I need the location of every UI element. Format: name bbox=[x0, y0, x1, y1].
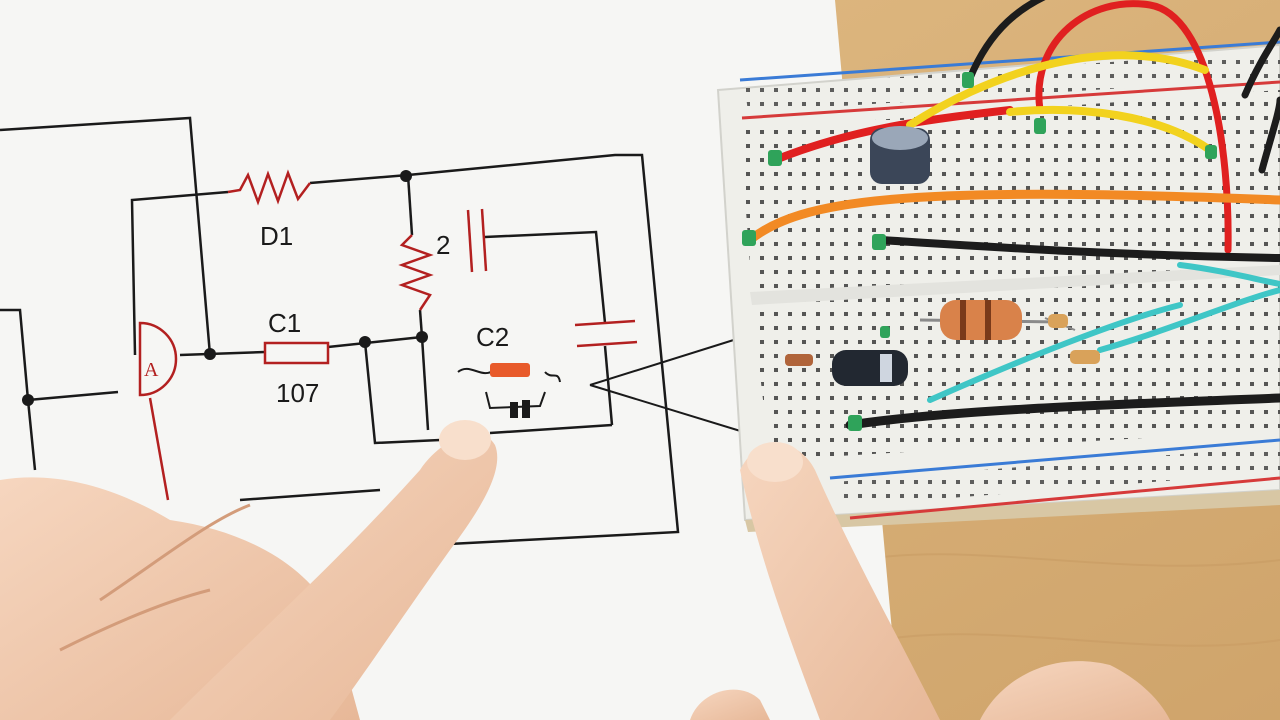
schematic-components bbox=[138, 169, 638, 501]
breadboard-holes-main-bottom bbox=[752, 275, 1280, 460]
breadboard-holes-top bbox=[745, 50, 1280, 112]
index-finger-left bbox=[170, 433, 498, 720]
resistor-vertical bbox=[398, 234, 434, 311]
cyan-wire-3 bbox=[1177, 262, 1280, 287]
capacitor-black bbox=[832, 350, 908, 386]
small-resistor bbox=[1044, 314, 1100, 364]
wire-tips bbox=[742, 72, 1217, 431]
red-wire-loop bbox=[1035, 0, 1232, 254]
capacitor-blue bbox=[870, 126, 930, 184]
circuit-schematic bbox=[0, 116, 680, 547]
breadboard-holes-bottom bbox=[835, 446, 1280, 506]
resistor-d1 bbox=[227, 169, 311, 206]
ammeter-symbol bbox=[138, 321, 178, 397]
label-c1: C1 bbox=[268, 308, 301, 338]
label-d1: D1 bbox=[260, 221, 293, 251]
black-wire-bottom bbox=[845, 393, 1280, 430]
jumper-wires bbox=[745, 0, 1280, 430]
label-value: 107 bbox=[276, 378, 319, 408]
pointer-lines bbox=[589, 337, 761, 438]
label-ammeter: A bbox=[144, 359, 159, 381]
resistor-c1 bbox=[263, 341, 330, 365]
label-two: 2 bbox=[436, 230, 450, 260]
c2-inductor-symbol bbox=[457, 363, 561, 418]
yellow-wire-upper bbox=[906, 51, 1209, 129]
cyan-wire-1 bbox=[927, 302, 1183, 403]
board-components bbox=[785, 126, 1100, 386]
black-wire-top bbox=[966, 0, 1046, 82]
cyan-wire-2 bbox=[1097, 287, 1280, 353]
yellow-wire-lower bbox=[1006, 105, 1214, 154]
resistor-orange bbox=[919, 300, 1061, 340]
small-component-left bbox=[785, 354, 813, 366]
orange-wire bbox=[745, 189, 1280, 245]
schematic-junction-dots bbox=[22, 170, 428, 406]
left-hand bbox=[0, 420, 498, 720]
index-finger-right bbox=[740, 443, 940, 720]
right-hand bbox=[690, 442, 1170, 720]
black-wire-middle bbox=[876, 236, 1280, 262]
label-c2: C2 bbox=[476, 322, 509, 352]
